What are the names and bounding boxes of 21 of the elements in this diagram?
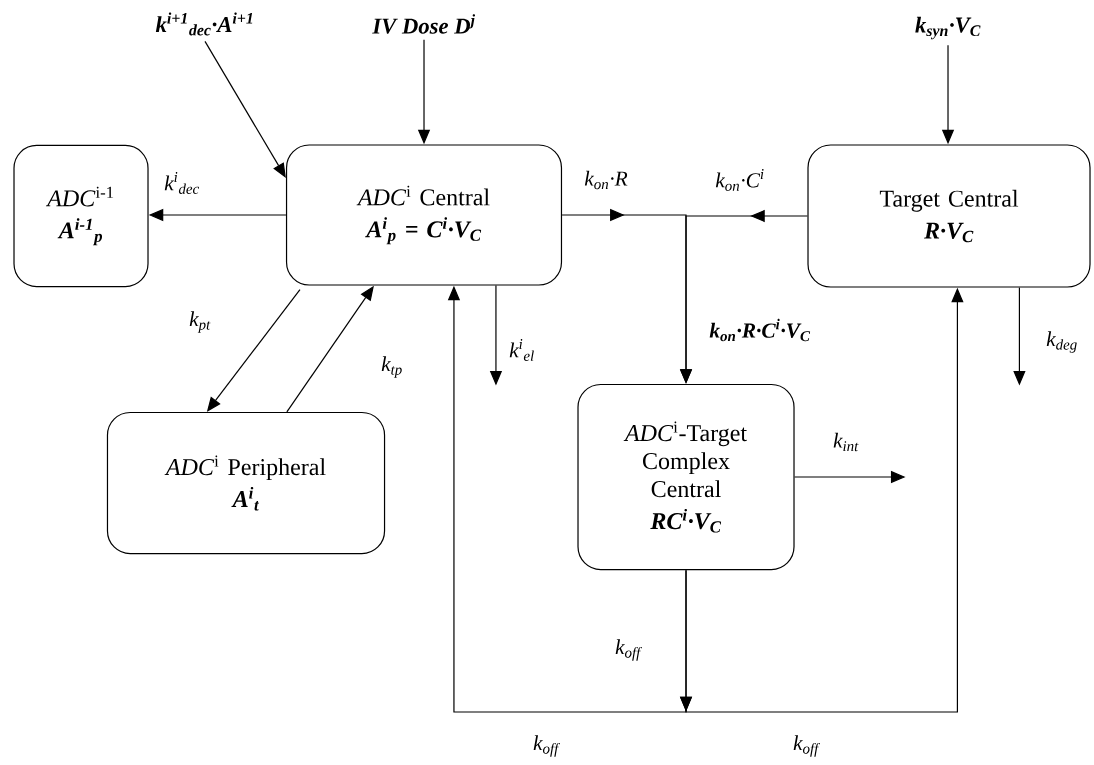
rate-label: k$_{on}$·R·C$^{i}$·V$_{C}$ bbox=[708, 317, 812, 343]
rate-label: k$_{off}$ bbox=[613, 637, 643, 663]
rate-label: k$_{on}$·R bbox=[582, 169, 630, 191]
input-label: IV Dose D$^{j}$ bbox=[372, 14, 476, 34]
rate-label: k$_{deg}$ bbox=[1044, 329, 1080, 355]
rate-label: k$_{int}$ bbox=[831, 431, 861, 453]
rate-label: k$_{off}$ bbox=[531, 733, 561, 759]
rate-label: k$^{i}$el bbox=[507, 337, 537, 363]
input-label: k$_{syn}$·V$_{C}$ bbox=[915, 16, 981, 40]
arrow bbox=[204, 40, 286, 178]
compartment-box: Target Central R·V$_{C}$ bbox=[807, 144, 1091, 288]
compartment-box: ADC$^{i}$ Central A$^{i}$$_{p}$ = C$^{i}$·V$_{C}$ bbox=[285, 144, 563, 286]
rate-label: k$_{tp}$ bbox=[379, 354, 405, 380]
compartment-box: ADC$^{i}$-Target Complex Central RC$^{i}$·V$_{C}$ bbox=[577, 383, 795, 571]
rate-label: k$_{off}$ bbox=[791, 733, 821, 759]
rate-label: k$^{i}$dec bbox=[162, 170, 202, 196]
rate-label: k$_{on}$·C$^{i}$ bbox=[713, 167, 767, 193]
compartment-box: ADC$^{i}$ Peripheral A$^{i}$t bbox=[106, 411, 386, 555]
input-label: k$^{i+1}$$_{dec}$·A$^{i+1}$ bbox=[155, 12, 253, 36]
compartment-box: ADC$^{i-1}$ A$^{i-1}$p bbox=[13, 144, 149, 288]
rate-label: k$_{pt}$ bbox=[187, 309, 213, 335]
